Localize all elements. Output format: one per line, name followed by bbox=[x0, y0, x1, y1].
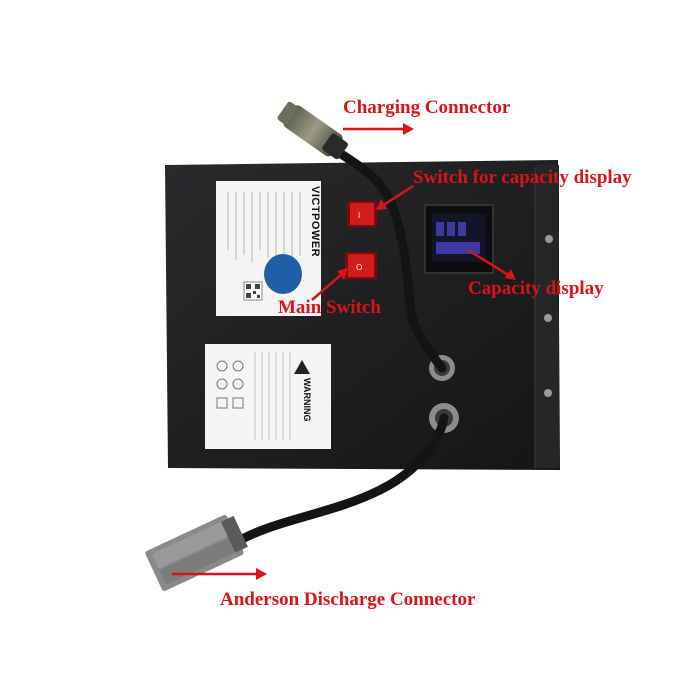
svg-text:I: I bbox=[358, 211, 360, 220]
svg-text:O: O bbox=[356, 263, 362, 272]
main-switch-label: Main Switch bbox=[278, 297, 381, 318]
capacity-display-label: Capacity display bbox=[468, 278, 604, 299]
charging-connector[interactable] bbox=[275, 99, 351, 163]
capacity-display-screen bbox=[424, 204, 494, 274]
product-info-label bbox=[216, 181, 321, 316]
case-screws bbox=[544, 235, 553, 397]
capacity-switch-label: Switch for capacity display bbox=[413, 167, 632, 188]
anderson-connector[interactable] bbox=[144, 511, 250, 591]
callout-arrows bbox=[172, 123, 516, 580]
charging-cable bbox=[317, 135, 447, 373]
warning-text: WARNING bbox=[302, 378, 312, 422]
capacity-display-switch[interactable]: I bbox=[347, 201, 377, 227]
brand-text: VICTPOWER bbox=[309, 186, 321, 257]
charging-connector-label: Charging Connector bbox=[343, 97, 511, 118]
discharge-cable bbox=[227, 413, 449, 550]
main-switch[interactable]: O bbox=[345, 252, 377, 279]
anderson-connector-label: Anderson Discharge Connector bbox=[220, 589, 476, 610]
warning-sticker bbox=[205, 344, 331, 449]
